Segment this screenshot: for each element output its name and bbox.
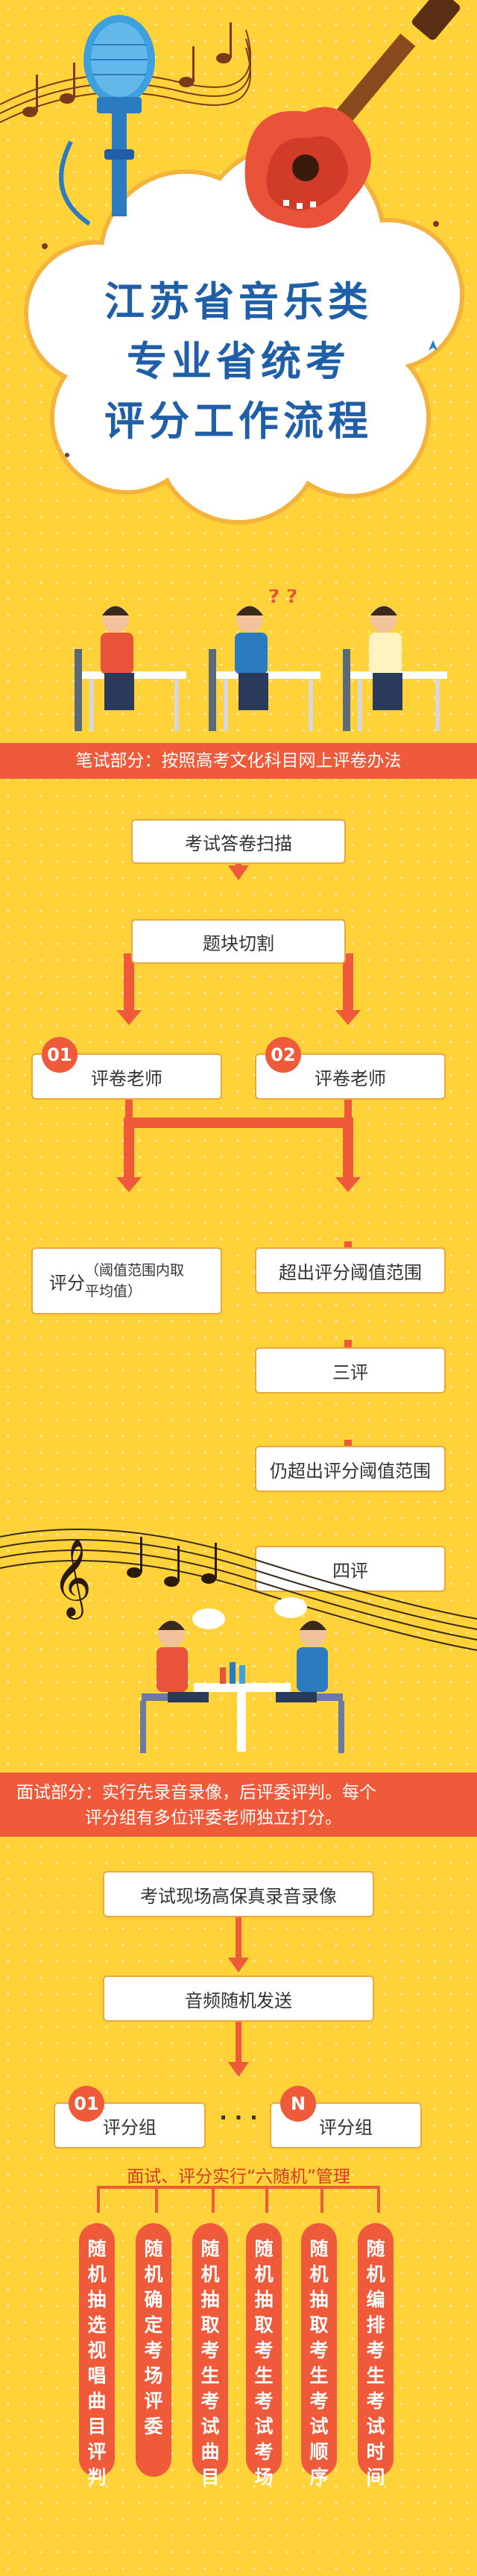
interview-flow-connectors [97, 1917, 380, 2213]
third-review-box: 三评 [255, 1347, 446, 1394]
send-step: 音频随机发送 [103, 1975, 374, 2022]
score-note: （阈值范围内取平均值） [85, 1262, 185, 1300]
header-illustration [0, 0, 464, 524]
record-step: 考试现场高保真录音录像 [103, 1871, 374, 1917]
random-item-5-text: 随机抽取考生考试顺序 [309, 2238, 329, 2488]
title-line-2: 专业省统考 [127, 337, 350, 385]
random-item-1-text: 随机抽选视唱曲目评判 [87, 2238, 107, 2488]
music-note-icon [22, 22, 232, 117]
number-badge-n: N [280, 2086, 316, 2122]
microphone-icon [59, 15, 155, 226]
over-threshold-box: 超出评分阈值范围 [255, 1247, 446, 1294]
written-banner: 笔试部分：按照高考文化科目网上评卷办法 [0, 743, 477, 779]
random-item-6: 随机编排考生考试时间 [358, 2223, 394, 2488]
random-item-5: 随机抽取考生考试顺序 [301, 2223, 337, 2488]
treble-clef-icon: 𝄞 [52, 1538, 92, 1620]
random-item-1: 随机抽选视唱曲目评判 [79, 2223, 115, 2488]
svg-text:? ?: ? ? [268, 589, 297, 608]
interview-banner-line-1: 面试部分：实行先录音录像，后评委评判。每个 [16, 1783, 376, 1802]
title-line-1: 江苏省音乐类 [104, 278, 373, 325]
ellipsis-dots: · · · [219, 2105, 258, 2130]
random-item-2: 随机确定考场评委 [136, 2223, 171, 2477]
number-badge-01: 01 [42, 1037, 78, 1073]
teacher-box-1: 评卷老师 [31, 1053, 222, 1100]
random-item-2-text: 随机确定考场评委 [144, 2238, 163, 2437]
score-label: 评分 [49, 1272, 85, 1294]
score-box: 评分 （阈值范围内取平均值） [31, 1247, 222, 1314]
cut-step: 题块切割 [131, 919, 346, 964]
random-item-3-text: 随机抽取考生考试曲目 [200, 2238, 220, 2488]
random-item-4-text: 随机抽取考生考试考场 [254, 2238, 274, 2488]
students-illustration: ? ? [75, 589, 447, 731]
title-line-3: 评分工作流程 [104, 397, 373, 445]
six-random-title: 面试、评分实行“六随机”管理 [127, 2167, 350, 2187]
random-item-4: 随机抽取考生考试考场 [246, 2223, 282, 2488]
number-badge-01-interview: 01 [69, 2086, 104, 2122]
judges-illustration: 𝄞 [0, 1529, 477, 1753]
notes-icon [127, 1537, 217, 1587]
random-item-6-text: 随机编排考生考试时间 [366, 2238, 385, 2488]
guitar-icon [244, 0, 461, 228]
interview-banner: 面试部分：实行先录音录像，后评委评判。每个 评分组有多位评委老师独立打分。 [0, 1773, 477, 1837]
number-badge-02: 02 [265, 1037, 301, 1073]
interview-banner-line-2: 评分组有多位评委老师独立打分。 [85, 1808, 342, 1828]
still-over-box: 仍超出评分阈值范围 [255, 1446, 446, 1492]
random-item-3: 随机抽取考生考试曲目 [192, 2223, 228, 2488]
scan-step: 考试答卷扫描 [131, 819, 346, 864]
